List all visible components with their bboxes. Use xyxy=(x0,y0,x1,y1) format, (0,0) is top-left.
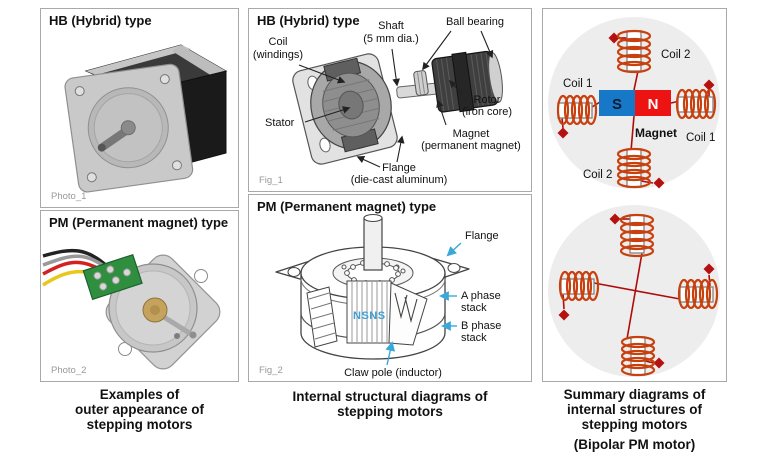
pm-motor-pcb xyxy=(82,253,143,301)
coil2-bottom-label: Coil 2 xyxy=(583,169,612,181)
magnet-label: Magnet xyxy=(635,126,677,140)
a-phase-label: A phase xyxy=(461,290,501,302)
pm-flange-label: Flange xyxy=(465,230,499,242)
flange-hole xyxy=(194,269,208,283)
caption-line: stepping motors xyxy=(86,417,193,432)
ball-bearing-label: Ball bearing xyxy=(446,16,504,28)
coil2-top-label: Coil 2 xyxy=(661,49,690,61)
fig2-id-label: Fig_2 xyxy=(259,365,283,376)
hb-structure-title: HB (Hybrid) type xyxy=(257,13,360,28)
b-phase-label-2: stack xyxy=(461,332,487,344)
caption-line: stepping motors xyxy=(581,417,688,432)
magnet-label: Magnet xyxy=(453,128,490,140)
caption-line: stepping motors xyxy=(337,404,443,419)
coil1-right-label: Coil 1 xyxy=(686,132,715,144)
bipolar-diagram-energized: S N Magnet Coil 2 Coil 1 Coil 1 Coil 2 xyxy=(548,17,720,189)
crossing-lead-b xyxy=(626,252,643,340)
coil-bottom xyxy=(620,335,665,377)
internal-caption: Internal structural diagrams of stepping… xyxy=(248,389,532,419)
coil2-top xyxy=(608,29,652,91)
rotor-label-2: (iron core) xyxy=(462,106,512,118)
pm-structure-title: PM (Permanent magnet) type xyxy=(257,199,437,214)
coil-label-2: (windings) xyxy=(253,49,303,61)
pm-photo-panel: PM (Permanent magnet) type xyxy=(40,210,239,382)
flange-label: Flange xyxy=(382,162,416,174)
hb-motor-faceplate xyxy=(64,63,194,193)
pm-structure-panel: PM (Permanent magnet) type xyxy=(248,194,532,382)
pm-motor-photo xyxy=(42,248,221,370)
pm-photo-id-label: Photo_2 xyxy=(51,365,87,376)
hb-photo-title: HB (Hybrid) type xyxy=(49,13,152,28)
appearance-caption: Examples of outer appearance of stepping… xyxy=(40,387,239,432)
rotor-magnet: S N xyxy=(599,90,671,116)
north-pole-label: N xyxy=(648,96,659,113)
south-pole-label: S xyxy=(612,96,622,113)
coil1-right xyxy=(670,79,717,120)
coil-label: Coil xyxy=(269,36,288,48)
hb-structure-panel: HB (Hybrid) type xyxy=(248,8,532,192)
flange-label-2: (die-cast aluminum) xyxy=(351,174,448,186)
claw-pole-label: Claw pole (inductor) xyxy=(344,367,442,379)
magnet-label-2: (permanent magnet) xyxy=(421,140,521,152)
shaft-label: Shaft xyxy=(378,20,404,32)
hb-photo-panel: HB (Hybrid) type Photo_1 xyxy=(40,8,239,208)
pm-cutaway-figure: NSNS Flange A phase stack B phase stack … xyxy=(275,214,501,379)
pm-cutaway-drawing: NSNS xyxy=(275,214,470,360)
summary-caption: Summary diagrams of internal structures … xyxy=(542,387,727,452)
b-phase-label: B phase xyxy=(461,320,501,332)
caption-line: Examples of xyxy=(99,387,180,402)
summary-panel: S N Magnet Coil 2 Coil 1 Coil 1 Coil 2 xyxy=(542,8,727,382)
caption-line: internal structures of xyxy=(566,402,703,417)
shaft-label-2: (5 mm dia.) xyxy=(363,33,419,45)
fig1-id-label: Fig_1 xyxy=(259,175,283,186)
hb-photo-id-label: Photo_1 xyxy=(51,191,87,202)
a-phase-label-2: stack xyxy=(461,302,487,314)
hb-cutaway-figure: Coil (windings) Shaft (5 mm dia.) Ball b… xyxy=(253,16,521,186)
hb-callout-arrows xyxy=(298,30,494,168)
coil1-left-label: Coil 1 xyxy=(563,78,592,90)
coil2-bottom xyxy=(616,115,665,189)
pm-callout-arrows xyxy=(385,242,462,366)
bipolar-diagram-windings xyxy=(548,205,720,377)
caption-line: Internal structural diagrams of xyxy=(292,389,488,404)
stator-label: Stator xyxy=(265,117,295,129)
coil-right xyxy=(677,263,719,310)
summary-subcaption: (Bipolar PM motor) xyxy=(573,437,696,452)
rotor-label: Rotor xyxy=(474,94,501,106)
caption-line: outer appearance of xyxy=(74,402,205,417)
caption-line: Summary diagrams of xyxy=(563,387,706,402)
crossing-lead-a xyxy=(593,282,681,300)
coil1-left xyxy=(556,94,601,139)
hb-motor-photo xyxy=(64,44,228,193)
coil-top xyxy=(609,213,655,258)
pm-photo-title: PM (Permanent magnet) type xyxy=(49,215,229,230)
pole-marks-label: NSNS xyxy=(353,310,386,322)
coil-left xyxy=(558,270,600,321)
